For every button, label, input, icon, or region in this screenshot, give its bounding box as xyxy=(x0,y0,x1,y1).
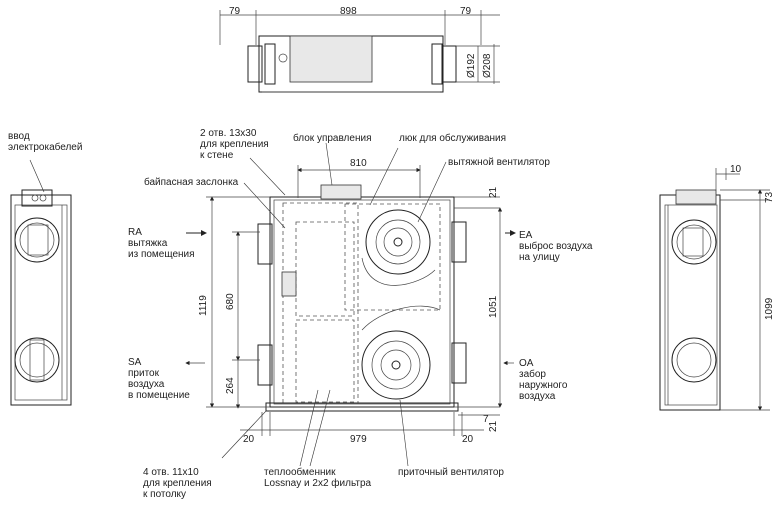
dim-front-1119: 1119 xyxy=(198,295,209,316)
label-oa-line3: наружного xyxy=(519,380,568,391)
label-ea-line2: выброс воздуха xyxy=(519,241,593,252)
label-ra: RA вытяжка из помещения xyxy=(128,227,195,260)
label-bypass-damper: байпасная заслонка xyxy=(144,177,239,188)
label-ea: EA выброс воздуха на улицу xyxy=(519,230,592,263)
dim-dia-192: Ø192 xyxy=(466,53,477,78)
front-view xyxy=(185,142,516,467)
label-sa-code: SA xyxy=(128,357,142,368)
dim-side-1099: 1099 xyxy=(764,297,775,320)
dim-bottom-right: 20 xyxy=(462,434,474,445)
label-ea-line3: на улицу xyxy=(519,252,560,263)
label-holes-wall-line3: к стене xyxy=(200,150,234,161)
dim-top-right: 79 xyxy=(460,6,472,17)
label-ra-line2: вытяжка xyxy=(128,238,168,249)
dim-top-width: 898 xyxy=(340,6,357,17)
dim-side-10: 10 xyxy=(730,164,742,175)
dim-front-810: 810 xyxy=(350,158,367,169)
label-service-hatch: люк для обслуживания xyxy=(399,133,507,144)
label-sa-line2: приток xyxy=(128,368,159,379)
label-holes-wall-line1: 2 отв. 13x30 xyxy=(200,128,257,139)
dim-front-264: 264 xyxy=(225,377,236,394)
label-ra-code: RA xyxy=(128,227,142,238)
left-side-view xyxy=(10,159,72,406)
dim-bottom-width: 979 xyxy=(350,434,367,445)
label-holes-ceiling-line3: к потолку xyxy=(143,489,187,500)
dim-side-73: 73 xyxy=(764,191,775,203)
label-exhaust-fan: вытяжной вентилятор xyxy=(448,157,550,168)
label-holes-wall: 2 отв. 13x30 для крепления к стене xyxy=(200,128,269,161)
label-sa-line4: в помещение xyxy=(128,390,190,401)
label-oa-line2: забор xyxy=(519,369,546,380)
label-holes-ceiling: 4 отв. 11x10 для крепления к потолку xyxy=(143,467,212,500)
label-heat-exchanger-line1: теплообменник xyxy=(264,467,336,478)
label-cable-entry-line1: ввод xyxy=(8,131,30,142)
dim-bottom-left: 20 xyxy=(243,434,255,445)
label-oa: OA забор наружного воздуха xyxy=(519,358,567,402)
dim-front-7: 7 xyxy=(483,414,489,425)
label-holes-ceiling-line1: 4 отв. 11x10 xyxy=(143,467,199,478)
label-supply-fan: приточный вентилятор xyxy=(398,467,504,478)
dim-front-1051: 1051 xyxy=(488,295,499,318)
right-side-view xyxy=(659,168,770,411)
label-heat-exchanger-line2: Lossnay и 2x2 фильтра xyxy=(264,478,372,489)
dim-front-21-top: 21 xyxy=(488,186,499,198)
label-cable-entry-line2: электрокабелей xyxy=(8,142,83,153)
label-ea-code: EA xyxy=(519,230,533,241)
dim-top-left: 79 xyxy=(229,6,241,17)
label-cable-entry: ввод электрокабелей xyxy=(8,131,82,153)
label-oa-line4: воздуха xyxy=(519,391,556,402)
label-control-block: блок управления xyxy=(293,133,372,144)
label-heat-exchanger: теплообменник Lossnay и 2x2 фильтра xyxy=(264,467,371,489)
label-oa-code: OA xyxy=(519,358,534,369)
dim-dia-208: Ø208 xyxy=(482,53,493,78)
top-view xyxy=(219,10,500,93)
dim-front-680: 680 xyxy=(225,293,236,310)
label-ra-line3: из помещения xyxy=(128,249,195,260)
label-sa: SA приток воздуха в помещение xyxy=(128,357,190,401)
dim-front-21-bottom: 21 xyxy=(488,420,499,432)
label-holes-ceiling-line2: для крепления xyxy=(143,478,212,489)
label-sa-line3: воздуха xyxy=(128,379,165,390)
label-holes-wall-line2: для крепления xyxy=(200,139,269,150)
